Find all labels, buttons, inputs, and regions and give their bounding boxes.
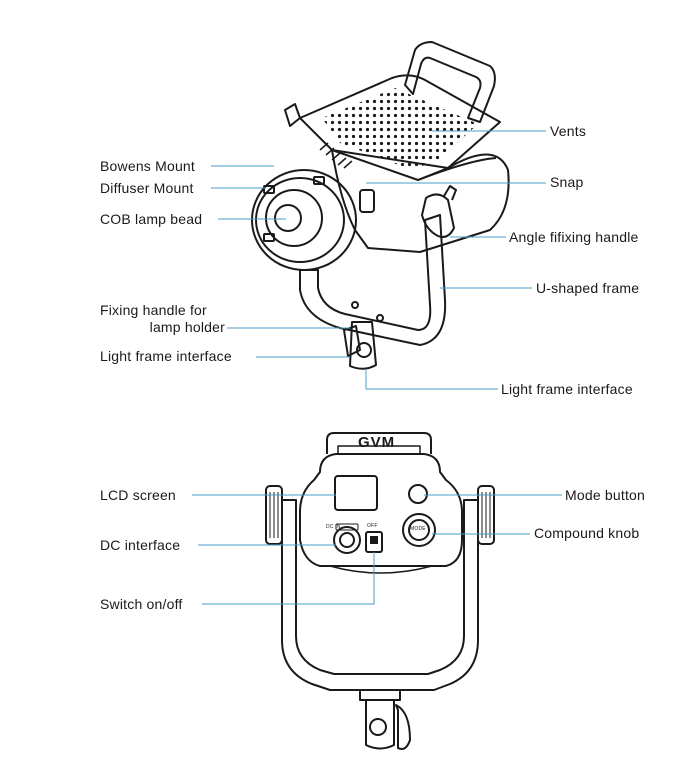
snap	[359, 189, 375, 213]
label-light-frame-left: Light frame interface	[100, 348, 232, 364]
main-body	[331, 149, 510, 253]
label-vents: Vents	[550, 123, 587, 139]
back-leaders	[192, 494, 562, 605]
label-cob-lamp-bead: COB lamp bead	[100, 211, 203, 227]
label-lcd-screen: LCD screen	[100, 487, 176, 503]
u-shaped-frame	[299, 214, 447, 346]
label-diffuser-mount: Diffuser Mount	[100, 180, 194, 196]
light-back-view	[265, 432, 495, 750]
back-fixing-handle	[395, 704, 411, 750]
compound-knob	[402, 513, 436, 547]
back-housing	[299, 453, 463, 567]
fixing-handle	[343, 325, 361, 357]
label-fixing-handle-1: Fixing handle for	[100, 302, 207, 318]
back-u-frame	[281, 499, 479, 691]
left-knob	[284, 103, 301, 127]
label-snap: Snap	[550, 174, 584, 190]
label-switch: Switch on/off	[100, 596, 183, 612]
panel-text-dc-in: DC IN	[326, 524, 341, 530]
label-mode-button: Mode button	[565, 487, 646, 503]
label-fixing-handle-2: lamp holder	[149, 319, 225, 335]
panel-text-mode: MODE	[410, 526, 426, 532]
bottom-mount	[349, 321, 377, 370]
top-handle	[326, 432, 432, 454]
vents	[322, 88, 478, 170]
panel-text-off: OFF	[367, 523, 378, 529]
lcd-screen	[334, 475, 378, 511]
side-slots	[319, 142, 353, 169]
label-bowens-mount: Bowens Mount	[100, 158, 196, 174]
back-bottom-mount	[359, 689, 401, 701]
label-angle-handle: Angle fifixing handle	[509, 229, 639, 245]
left-side-knob	[265, 485, 283, 545]
rear-handle	[404, 41, 496, 123]
label-compound-knob: Compound knob	[534, 525, 640, 541]
label-light-frame-right: Light frame interface	[501, 381, 633, 397]
label-u-frame: U-shaped frame	[536, 280, 640, 296]
cob-lamp-bead	[274, 204, 302, 232]
top-leaders	[211, 130, 546, 390]
angle-handle	[421, 193, 455, 238]
label-dc-interface: DC interface	[100, 537, 181, 553]
mode-button	[408, 484, 428, 504]
dc-interface	[333, 526, 361, 554]
brand-logo: GVM	[358, 434, 396, 451]
right-side-knob	[477, 485, 495, 545]
light-top-view	[251, 41, 510, 370]
